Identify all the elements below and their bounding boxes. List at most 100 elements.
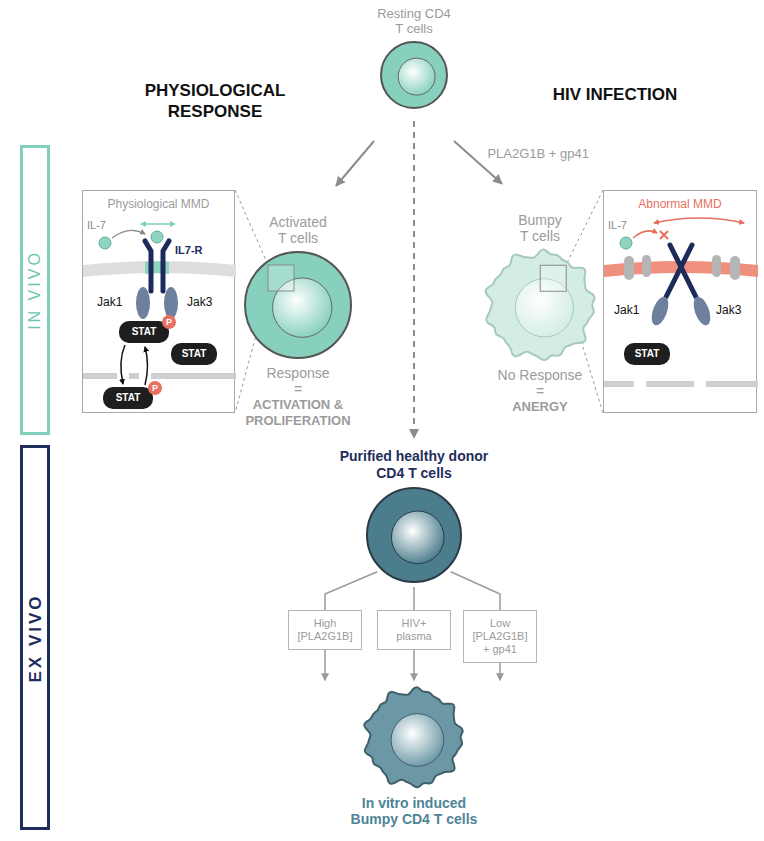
cell-drawing	[242, 249, 354, 361]
resting-cell: Resting CD4 T cells	[378, 39, 450, 111]
inset-title: Physiological MMD	[83, 197, 234, 211]
induction-arrow	[413, 650, 415, 680]
phospho-label: P	[162, 316, 176, 328]
induced-bumpy-cell: In vitro induced Bumpy CD4 T cells	[361, 685, 466, 790]
label-group: No Response =ANERGY	[480, 367, 600, 415]
drawing-part	[164, 287, 178, 319]
zoom-inset: Physiological MMDIL-7IL7-RJak1Jak3STATPS…	[82, 190, 235, 413]
section-heading: HIV INFECTION	[545, 84, 685, 105]
cell-label: Resting CD4 T cells	[374, 6, 454, 36]
drawing-part	[712, 255, 721, 277]
ex-vivo-arrow	[413, 121, 415, 438]
drawing-part	[148, 381, 162, 395]
response-label: No Response =	[494, 367, 586, 399]
drawing-part	[103, 387, 153, 409]
drawing-part	[171, 343, 217, 365]
label-slot: EX VIVO	[26, 593, 45, 682]
drawing-part	[660, 231, 668, 239]
label-slot: Physiological MMD	[83, 197, 234, 211]
label-slot: Abnormal MMD	[604, 197, 756, 211]
cell-drawing	[378, 39, 450, 111]
phospho-label: P	[148, 382, 162, 394]
drawing-part	[112, 230, 145, 238]
label-slot: Jak3	[187, 295, 212, 309]
cell-nucleus	[391, 511, 444, 564]
drawing-part	[129, 373, 139, 379]
drawing-part	[145, 241, 169, 291]
drawing-part	[666, 245, 696, 297]
stat-label: STAT	[103, 391, 153, 405]
cell-membrane	[245, 252, 351, 358]
kinase-label: Jak3	[187, 295, 212, 309]
in-vivo-band: IN VIVO	[20, 145, 50, 435]
condition-box: High [PLA2G1B]	[288, 610, 362, 650]
drawing-part	[646, 381, 694, 387]
cell-membrane	[365, 688, 464, 788]
zoom-frame	[540, 265, 566, 291]
split-line	[413, 587, 415, 610]
condition-label: Low [PLA2G1B] + gp41	[471, 617, 529, 656]
drawing-part	[136, 287, 150, 319]
label-group: Activated T cells	[265, 214, 331, 246]
cell-membrane	[485, 249, 594, 360]
zoom-frame	[268, 265, 294, 291]
drawing-part	[706, 381, 758, 387]
label-slot: IL7-R	[175, 244, 203, 257]
drawing-part	[83, 261, 236, 277]
label-group: In vitro induced Bumpy CD4 T cells	[339, 795, 489, 827]
label-slot: STAT	[119, 325, 169, 339]
outcome-label: ACTIVATION & PROLIFERATION	[238, 397, 358, 429]
cell-drawing	[364, 485, 464, 585]
label-group: Resting CD4 T cells	[374, 6, 454, 36]
cell-drawing	[482, 247, 598, 363]
drawing-part	[151, 231, 163, 243]
induction-arrow	[499, 663, 501, 680]
drawing-part	[604, 381, 634, 387]
receptor-label: IL7-R	[175, 244, 203, 257]
activated-cell: Activated T cellsResponse =ACTIVATION & …	[242, 249, 354, 361]
label-slot: IN VIVO	[26, 250, 44, 330]
label-slot: PLA2G1B + gp41	[485, 146, 591, 161]
label-slot: IL-7	[87, 218, 106, 232]
label-slot: STAT	[624, 347, 670, 361]
drawing-part	[119, 321, 169, 343]
label-slot: Jak1	[97, 295, 122, 309]
kinase-label: Jak3	[716, 303, 741, 317]
drawing-part	[624, 343, 670, 365]
drawing-part	[83, 373, 117, 379]
cell-label: Activated T cells	[265, 214, 331, 246]
cell-label: Bumpy T cells	[514, 212, 566, 244]
cell-membrane	[381, 42, 447, 108]
label-slot: STAT	[171, 347, 217, 361]
arrow-label: PLA2G1B + gp41	[485, 146, 591, 161]
condition-label: HIV+ plasma	[385, 617, 443, 643]
outcome-label: ANERGY	[480, 399, 600, 415]
label-slot: STAT	[103, 391, 153, 405]
label-slot: P	[148, 382, 162, 394]
label-slot: Jak1	[614, 303, 639, 317]
condition-box: HIV+ plasma	[377, 610, 451, 650]
cell-membrane	[367, 488, 461, 582]
response-label: Response =	[263, 365, 333, 397]
drawing-part	[151, 373, 236, 379]
label-slot: P	[162, 316, 176, 328]
cell-label: Purified healthy donor CD4 T cells	[334, 448, 494, 482]
cell-drawing	[361, 685, 466, 790]
label-slot: IL-7	[608, 218, 627, 232]
cell-nucleus	[398, 58, 435, 95]
section-heading: PHYSIOLOGICAL RESPONSE	[140, 80, 290, 122]
label-slot: PHYSIOLOGICAL RESPONSE	[140, 80, 290, 122]
drawing-part	[620, 237, 632, 249]
drawing-part	[99, 237, 111, 249]
condition-label: High [PLA2G1B]	[296, 617, 354, 643]
induction-arrow	[324, 650, 326, 680]
kinase-label: Jak1	[97, 295, 122, 309]
drawing-part	[642, 255, 651, 277]
cell-nucleus	[391, 714, 444, 767]
stat-label: STAT	[171, 347, 217, 361]
ex-vivo-band: EX VIVO	[20, 445, 50, 830]
bumpy-cell: Bumpy T cellsNo Response =ANERGY	[482, 247, 598, 363]
drawing-part	[730, 256, 740, 280]
activation-arrow	[336, 141, 374, 186]
split-line	[451, 572, 500, 610]
